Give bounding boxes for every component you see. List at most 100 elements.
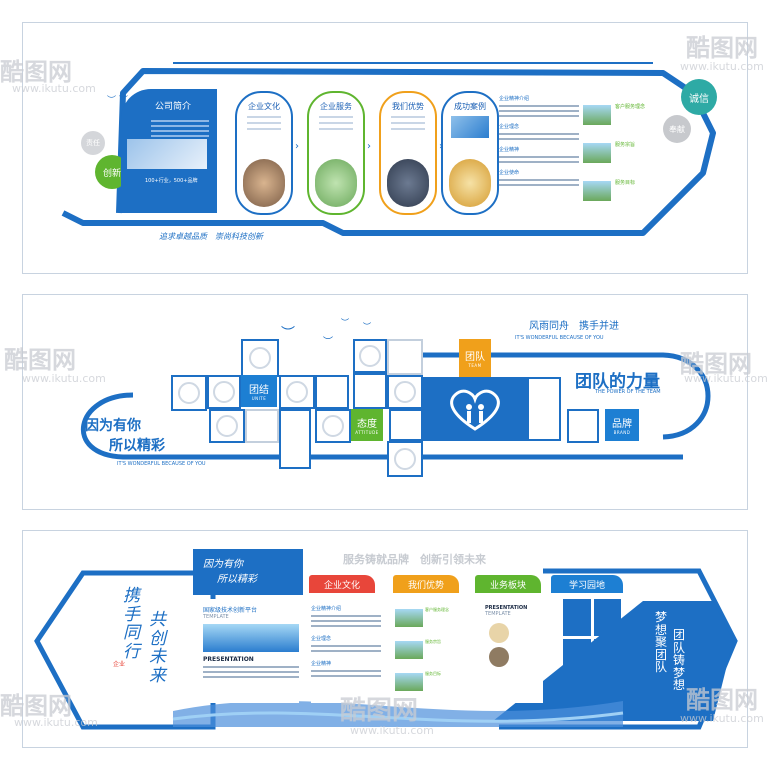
study-grid (563, 599, 621, 675)
panel-team-wall: ︶ ︶ ︶ ︶ 因为有你 所以精彩 IT'S WONDERFUL BECAUSE… (22, 294, 748, 510)
photo-frame (527, 377, 561, 441)
banner-line-2: 所以精彩 (217, 574, 257, 585)
sheet-advantage-head: 客户服务理念 (425, 607, 449, 612)
photo-frame (315, 409, 351, 443)
right-head: 客户服务理念 (615, 104, 646, 110)
top-slogan: 服务铸就品牌 创新引领未来 (343, 553, 486, 566)
sheet-culture-head: 企业精神 (311, 661, 332, 667)
arrow-icon: › (295, 141, 299, 152)
card-cases-photo (449, 159, 491, 207)
sheet-advantage-head: 服务目标 (425, 671, 441, 676)
photo-frame (315, 375, 349, 409)
tab-business: 业务板块 (475, 575, 541, 593)
panel-future-wall: 携手同行 共创未来 企业 因为有你 所以精彩 服务铸就品牌 创新引领未来 企业文… (22, 530, 748, 748)
sheet-business-photo (489, 647, 509, 667)
intro-block: 公司简介 100+行业，500+品牌 (121, 89, 217, 213)
sheet-platform: 国家级技术创新平台 TEMPLATE PRESENTATION (203, 599, 299, 703)
panel-culture-wall: 诚信 奉献 责任 创新 ︶ ︶ 公司简介 100+行业，500+品牌 企业文化 … (22, 22, 748, 274)
block-brand-sub: BRAND (613, 430, 631, 435)
tab-advantage: 我们优势 (393, 575, 459, 593)
sheet-platform-presentation: PRESENTATION (203, 656, 254, 663)
watermark-url: www.ikutu.com (12, 82, 96, 95)
sheet-advantage: 客户服务理念 服务宗旨 服务目标 (395, 599, 465, 703)
block-attitude-sub: ATTITUDE (355, 430, 379, 435)
calligraphy-2: 共创未来 (149, 610, 166, 687)
card-culture-photo (243, 159, 285, 207)
birds-icon: ︶ ︶ (107, 96, 128, 106)
sheet-platform-template: TEMPLATE (203, 614, 229, 620)
card-cases-title: 成功案例 (454, 102, 486, 111)
photo-frame (279, 409, 311, 469)
right-head: 服务宗旨 (615, 142, 636, 148)
photo-frame (353, 373, 387, 409)
card-service-title: 企业服务 (320, 102, 352, 111)
card-cases: 成功案例 (441, 91, 499, 215)
card-cases-image (451, 116, 489, 138)
list-head: 企业精神介绍 (499, 96, 530, 102)
bird-icon: ︶ (323, 337, 333, 348)
sheet-advantage-photo (395, 641, 423, 659)
photo-frame (209, 409, 245, 443)
calligraphy-1: 携手同行 (123, 586, 140, 663)
study-frame (563, 599, 591, 636)
bird-icon: ︶ (341, 318, 349, 327)
bird-icon: ︶ (281, 326, 295, 342)
study-frame (593, 638, 621, 675)
photo-frame (567, 409, 599, 443)
card-service: 企业服务 (307, 91, 365, 215)
right-top-title: 风雨同舟 携手并进 (529, 321, 619, 332)
list-head: 企业精神 (499, 147, 520, 153)
watermark-logo: 酷图网 (340, 696, 419, 726)
vertical-slogan-2: 团队铸梦想 (673, 628, 686, 693)
block-team-label: 团队 (465, 352, 485, 363)
team-heart-image (423, 377, 527, 441)
vertical-slogan-1: 梦想聚团队 (655, 610, 668, 675)
sheet-business-template: TEMPLATE (485, 611, 511, 617)
block-attitude-label: 态度 (357, 419, 377, 430)
right-title: 团队的力量 (575, 372, 660, 392)
card-advantage: 我们优势 (379, 91, 437, 215)
list-head: 企业使命 (499, 170, 520, 176)
right-section: 客户服务理念 服务宗旨 服务目标 (583, 95, 663, 215)
panel1-outline (61, 62, 716, 236)
photo-frame (389, 409, 423, 441)
left-title-2: 所以精彩 (109, 438, 165, 454)
watermark-logo: 酷图网 (0, 58, 72, 86)
photo-frame (387, 375, 423, 409)
card-advantage-photo (387, 159, 429, 207)
watermark-logo: 酷图网 (0, 692, 72, 720)
sheet-advantage-photo (395, 673, 423, 691)
right-top-subtitle: IT'S WONDERFUL BECAUSE OF YOU (515, 335, 604, 341)
watermark-url: www.ikutu.com (22, 372, 106, 385)
photo-frame (171, 375, 207, 411)
watermark-logo: 酷图网 (680, 350, 752, 378)
thumb-photo (583, 143, 611, 163)
watermark-url: www.ikutu.com (14, 716, 98, 729)
photo-frame (387, 441, 423, 477)
watermark-logo: 酷图网 (686, 34, 758, 62)
list-section: 企业精神介绍 企业理念 企业精神 企业使命 (499, 95, 579, 215)
sheet-platform-photo (203, 624, 299, 652)
badge-honesty: 诚信 (681, 79, 717, 115)
card-advantage-title: 我们优势 (392, 102, 424, 111)
photo-frame (241, 339, 279, 377)
tab-study: 学习园地 (551, 575, 623, 593)
block-unite-label: 团结 (249, 385, 269, 396)
sheet-advantage-photo (395, 609, 423, 627)
seal-stamp: 企业 (113, 661, 126, 668)
block-unite-sub: UNITE (251, 396, 267, 401)
bird-icon: ︶ (363, 322, 371, 331)
left-title-1: 因为有你 (85, 418, 141, 434)
sheet-platform-head: 国家级技术创新平台 (203, 607, 258, 614)
watermark-url: www.ikutu.com (680, 60, 764, 73)
intro-text (151, 120, 209, 137)
sheet-culture: 企业精神介绍 企业理念 企业精神 (311, 599, 381, 703)
list-head: 企业理念 (499, 124, 520, 130)
sheet-business: PRESENTATION TEMPLATE (485, 599, 543, 703)
tab-culture: 企业文化 (309, 575, 375, 593)
badge-dedication: 奉献 (663, 115, 691, 143)
